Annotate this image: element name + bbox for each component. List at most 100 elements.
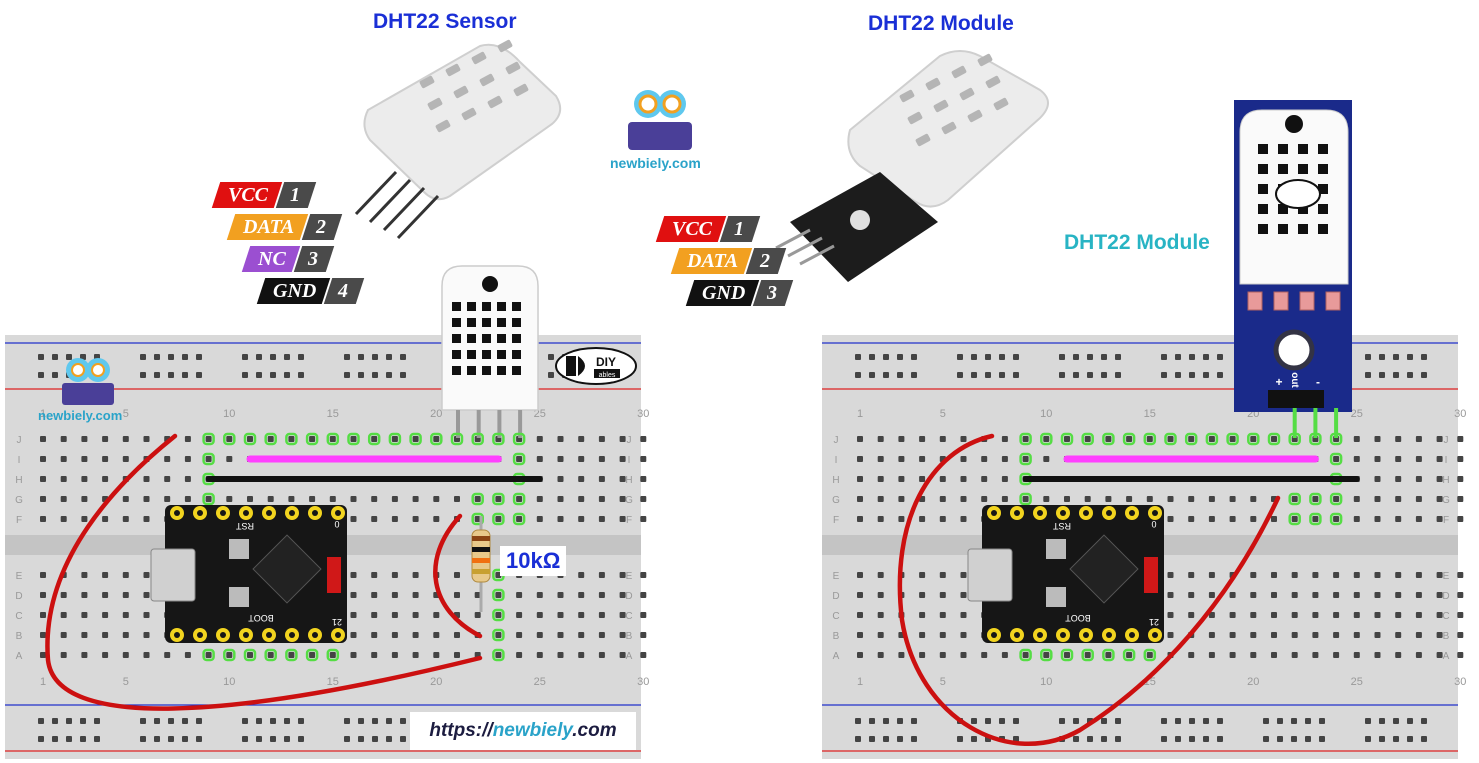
row-letter: F	[16, 515, 22, 526]
rail-hole	[1059, 372, 1065, 378]
column-number: 30	[1454, 408, 1466, 420]
tie-hole	[184, 476, 191, 482]
rail-hole	[242, 354, 248, 360]
sensor-vent	[452, 334, 461, 343]
tie-hole	[143, 652, 150, 658]
rail-hole	[999, 354, 1005, 360]
connected-hole-highlight	[305, 432, 319, 446]
tie-hole	[1043, 436, 1050, 442]
rail-hole	[911, 372, 917, 378]
row-letter: H	[15, 475, 22, 486]
rail-hole	[1161, 354, 1167, 360]
tie-hole	[919, 632, 926, 638]
tie-hole	[1333, 632, 1340, 638]
tie-hole	[1188, 572, 1195, 578]
tie-hole	[557, 436, 564, 442]
tie-hole	[143, 476, 150, 482]
tie-hole	[205, 456, 212, 462]
connected-hole-highlight	[471, 432, 484, 446]
resistor-band	[472, 536, 490, 541]
rail-hole	[284, 372, 290, 378]
tie-hole	[288, 436, 295, 442]
tie-hole	[1333, 592, 1340, 598]
tie-hole	[516, 592, 523, 598]
board-pad-hole	[243, 510, 249, 516]
tie-hole	[412, 632, 419, 638]
tie-hole	[1312, 592, 1319, 598]
tie-hole	[205, 496, 212, 502]
rail-hole	[1393, 354, 1399, 360]
rail-hole	[372, 718, 378, 724]
rail-hole	[1407, 736, 1413, 742]
tie-hole	[536, 456, 543, 462]
sensor-vent	[1318, 144, 1328, 154]
tie-hole	[1353, 456, 1360, 462]
tie-hole	[1188, 496, 1195, 502]
website-url[interactable]: https://newbiely.com	[410, 712, 636, 750]
module-pad	[1273, 291, 1289, 311]
tie-hole	[1436, 436, 1443, 442]
board-pad-hole	[991, 510, 997, 516]
boot-button	[1046, 587, 1066, 607]
reset-button	[229, 539, 249, 559]
column-number: 1	[40, 408, 46, 420]
tie-hole	[1146, 496, 1153, 502]
tie-hole	[1291, 516, 1298, 522]
tie-hole	[919, 436, 926, 442]
sensor-vent	[467, 366, 476, 375]
rail-hole	[400, 354, 406, 360]
tie-hole	[143, 632, 150, 638]
tie-hole	[412, 516, 419, 522]
owl-laptop	[62, 383, 114, 405]
tie-hole	[919, 516, 926, 522]
board-pad-hole	[266, 632, 272, 638]
sensor-vent	[1258, 204, 1268, 214]
boot-button	[229, 587, 249, 607]
tie-hole	[1208, 652, 1215, 658]
tie-hole	[1457, 612, 1464, 618]
tie-hole	[640, 516, 647, 522]
tie-hole	[102, 572, 109, 578]
url-suffix: .com	[572, 720, 617, 741]
rail-hole	[1101, 718, 1107, 724]
sensor-vent	[467, 318, 476, 327]
rail-hole	[38, 372, 44, 378]
connected-hole-highlight	[512, 452, 526, 466]
tie-hole	[102, 436, 109, 442]
tie-hole	[433, 516, 440, 522]
pin-number: 4	[324, 278, 365, 304]
tie-hole	[877, 652, 884, 658]
tie-hole	[1250, 612, 1257, 618]
tie-hole	[81, 456, 88, 462]
rail-hole	[855, 372, 861, 378]
tie-hole	[1395, 436, 1402, 442]
rail-hole	[1175, 372, 1181, 378]
sensor-vent	[487, 95, 503, 109]
connected-hole-highlight	[1102, 648, 1115, 662]
sensor-vent	[915, 133, 931, 147]
tie-hole	[516, 456, 523, 462]
rail-hole	[344, 354, 350, 360]
rail-hole	[548, 372, 554, 378]
tie-hole	[1271, 516, 1277, 522]
row-letter: I	[1445, 455, 1448, 466]
tie-hole	[598, 652, 605, 658]
rail-hole	[869, 354, 875, 360]
rail-hole	[999, 718, 1005, 724]
rail-hole	[344, 372, 350, 378]
rail-hole	[999, 372, 1005, 378]
rail-hole	[94, 718, 100, 724]
rail-hole	[298, 354, 304, 360]
rail-hole	[855, 736, 861, 742]
connected-hole-highlight	[1309, 432, 1322, 446]
rail-hole	[140, 372, 146, 378]
tie-hole	[557, 632, 564, 638]
tie-hole	[1126, 436, 1133, 442]
tie-hole	[1271, 572, 1277, 578]
rail-hole	[1073, 372, 1079, 378]
tie-hole	[1229, 436, 1236, 442]
tie-hole	[184, 436, 191, 442]
